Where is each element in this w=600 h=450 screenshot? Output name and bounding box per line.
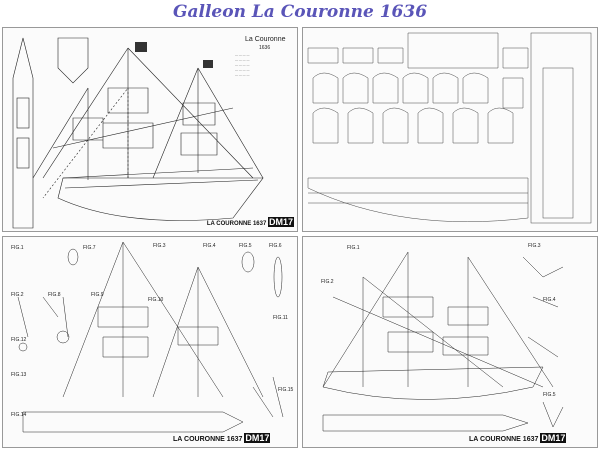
plate-title: La Couronne <box>245 36 286 43</box>
rigging-detail-drawing <box>17 241 284 433</box>
plate-stamp: LA COURONNE 1637 DM17 <box>207 217 294 230</box>
stamp-code: DM17 <box>244 433 271 443</box>
stamp-text: LA COURONNE 1637 <box>206 221 267 227</box>
specs-table: — — — —— — — —— — — —— — — —— — — — <box>235 53 250 77</box>
fig-label: FIG.4 <box>203 243 216 249</box>
fig-label: FIG.14 <box>11 412 27 418</box>
fig-label: FIG.12 <box>11 337 27 343</box>
fig-label: FIG.13 <box>11 372 27 378</box>
fig-label: FIG.11 <box>273 315 288 321</box>
fig-label: FIG.3 <box>528 243 541 249</box>
plan-sheet-rigging-details: FIG.1 FIG.7 FIG.3 FIG.4 FIG.5 FIG.6 FIG.… <box>2 236 298 448</box>
fig-label: FIG.9 <box>91 292 104 298</box>
plate-stamp: LA COURONNE 1637 DM17 <box>173 433 271 445</box>
fig-label: FIG.3 <box>153 243 166 249</box>
fig-label: FIG.6 <box>269 243 282 249</box>
fig-label: FIG.7 <box>83 245 96 251</box>
fig-label: FIG.8 <box>48 292 61 298</box>
stamp-text: LA COURONNE 1637 <box>469 436 539 443</box>
fig-label: FIG.4 <box>543 297 556 303</box>
plan-sheet-side-elevation: La Couronne 1636 — — — —— — — —— — — —— … <box>2 27 298 232</box>
fig-label: FIG.5 <box>543 392 556 398</box>
stamp-code: DM17 <box>540 433 567 443</box>
rigging-plan-drawing <box>322 251 564 432</box>
stamp-text: LA COURONNE 1637 <box>173 436 243 443</box>
stamp-code: DM17 <box>267 217 294 227</box>
fig-label: FIG.15 <box>278 387 294 393</box>
plate-year: 1636 <box>259 45 271 51</box>
plan-sheet-parts <box>302 27 598 232</box>
fig-label: FIG.10 <box>148 297 164 303</box>
plan-sheet-rigging-plan: FIG.1 FIG.2 FIG.3 FIG.4 FIG.5 LA COURONN… <box>302 236 598 448</box>
parts-layout-drawing <box>307 32 592 224</box>
fig-label: FIG.1 <box>347 245 360 251</box>
fig-label: FIG.5 <box>239 243 252 249</box>
fig-label: FIG.1 <box>11 245 24 251</box>
page-title: Galleon La Couronne 1636 <box>172 2 428 22</box>
ship-side-drawing <box>12 37 264 229</box>
fig-label: FIG.2 <box>321 279 334 285</box>
fig-label: FIG.2 <box>11 292 24 298</box>
plate-stamp: LA COURONNE 1637 DM17 <box>469 433 567 445</box>
